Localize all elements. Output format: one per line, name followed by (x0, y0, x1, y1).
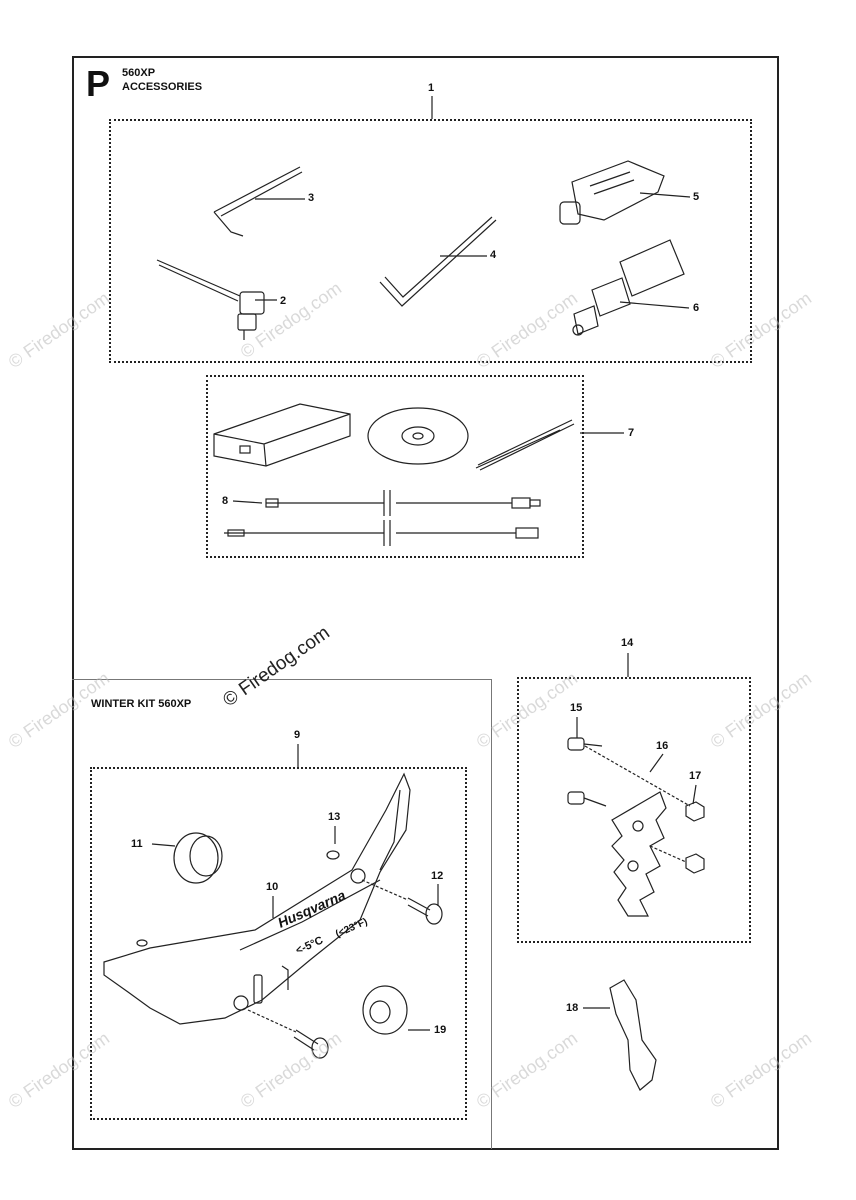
callout-6: 6 (693, 302, 700, 314)
hex-key-large-icon (379, 216, 497, 307)
cable-icon (224, 490, 541, 546)
callout-9: 9 (294, 729, 301, 741)
callout-19: 19 (434, 1024, 447, 1036)
callout-3: 3 (308, 192, 315, 204)
callout-2: 2 (280, 295, 287, 307)
bumper-spike-group-box (517, 677, 751, 943)
callout-4: 4 (490, 249, 497, 261)
o-ring-icon (326, 850, 340, 860)
winter-cover-icon (103, 772, 411, 1025)
callout-18: 18 (566, 1002, 579, 1014)
grommet-icon (362, 985, 408, 1035)
diagnostic-interface-box-icon (213, 403, 351, 467)
bumper-spike-icon (567, 737, 705, 917)
callout-15: 15 (570, 702, 583, 714)
rubber-plug-icon (173, 832, 223, 884)
callout-1: 1 (428, 82, 435, 94)
callout-14: 14 (621, 637, 634, 649)
winter-kit-group-box (90, 767, 467, 1120)
callout-12: 12 (431, 870, 444, 882)
callout-10: 10 (266, 881, 279, 893)
section-letter: P (86, 63, 111, 104)
accessory-tools-group-box (109, 119, 752, 363)
section-title: ACCESSORIES (122, 81, 203, 93)
callout-8: 8 (222, 495, 229, 507)
callout-16: 16 (656, 740, 669, 752)
leader-lines (151, 96, 697, 1031)
winter-kit-title: WINTER KIT 560XP (91, 698, 192, 710)
t-wrench-icon (156, 259, 265, 340)
callout-5: 5 (693, 191, 700, 203)
callout-13: 13 (328, 811, 341, 823)
software-disc-icon (367, 407, 469, 465)
winter-kit-divider-horizontal (72, 679, 491, 680)
hex-key-small-icon (213, 166, 303, 237)
o-ring-small-icon (136, 939, 148, 947)
diagnostic-kit-group-box (206, 375, 584, 558)
assembly-tool-icon (572, 239, 685, 336)
tweezers-icon (475, 419, 575, 471)
callout-17: 17 (689, 770, 702, 782)
model-label: 560XP (122, 67, 156, 79)
callout-11: 11 (131, 838, 143, 850)
callout-7: 7 (628, 427, 635, 439)
spike-plate-icon (609, 979, 657, 1091)
screw-icon (247, 879, 443, 1059)
diagram-frame (72, 56, 779, 1150)
grease-tube-icon (559, 160, 665, 225)
winter-kit-divider-vertical (491, 679, 492, 1149)
